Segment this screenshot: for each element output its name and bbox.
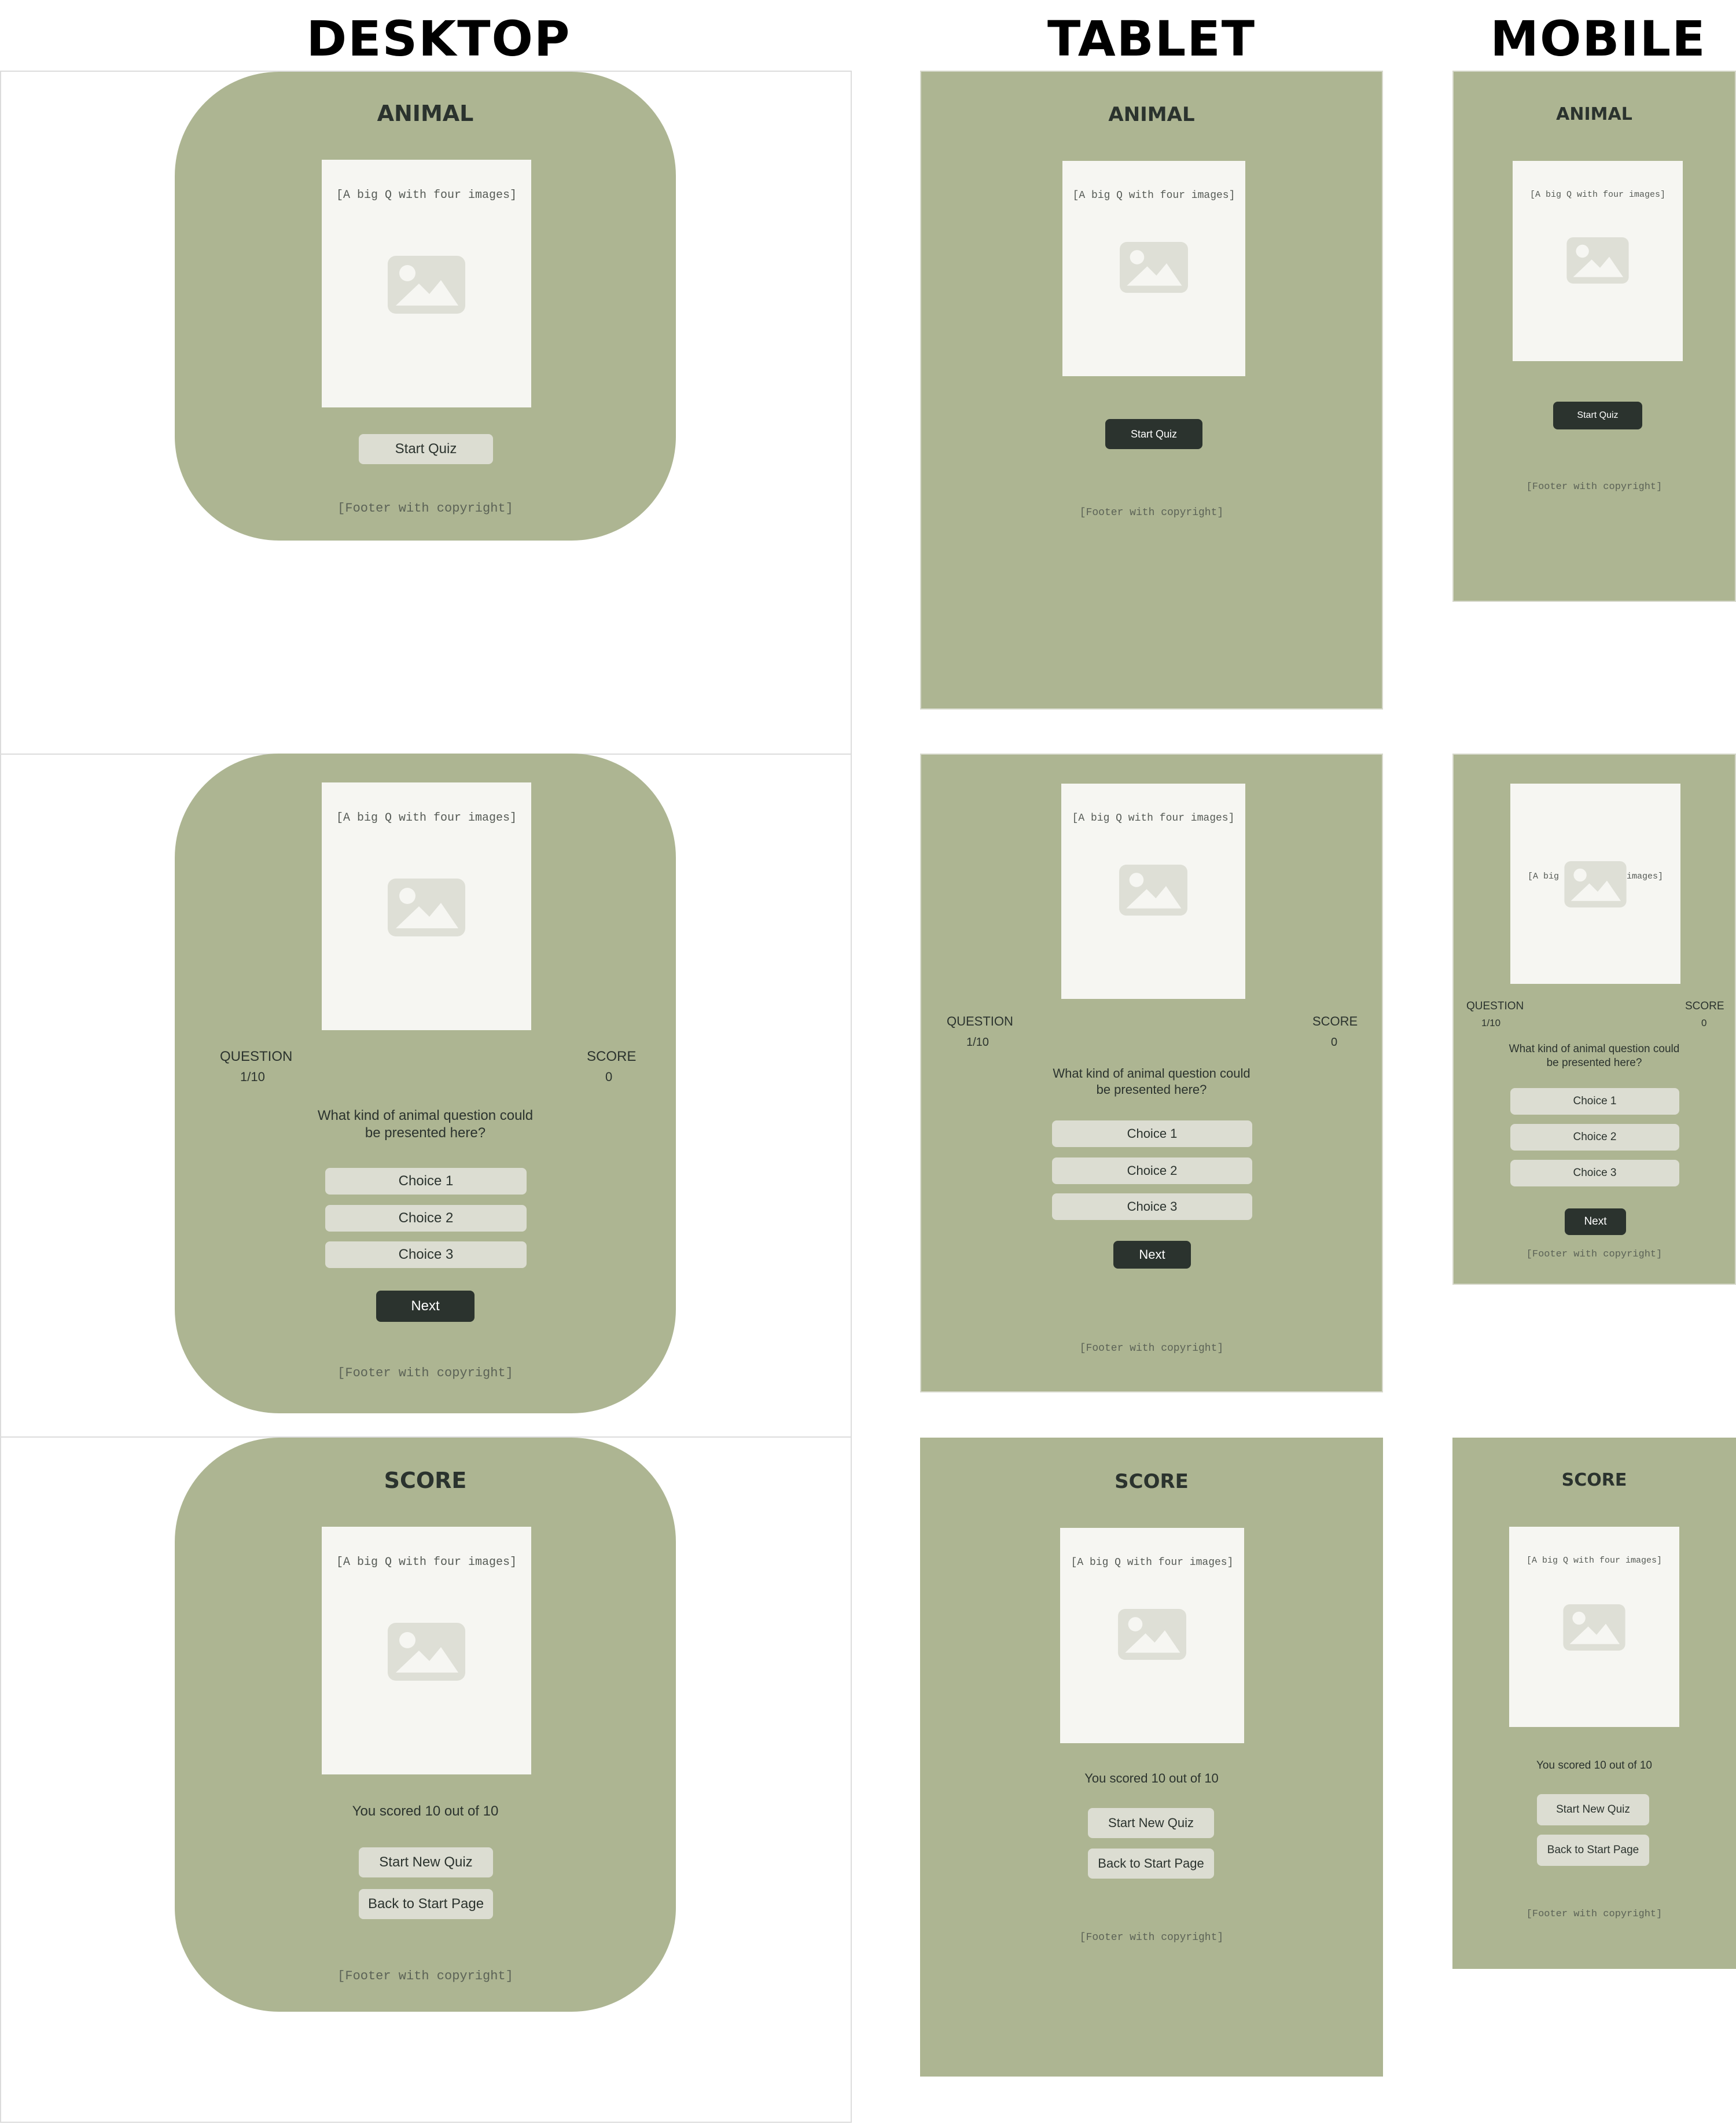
page-title: SCORE — [1115, 1470, 1189, 1493]
question-prompt-line2: be presented here? — [1096, 1082, 1207, 1097]
footer: [Footer with copyright] — [337, 1969, 513, 1983]
image-placeholder-icon — [388, 256, 465, 314]
page-title: ANIMAL — [1108, 103, 1195, 126]
start-new-quiz-button[interactable]: Start New Quiz — [1537, 1794, 1649, 1825]
footer: [Footer with copyright] — [1526, 1249, 1663, 1260]
back-to-start-button[interactable]: Back to Start Page — [359, 1889, 493, 1919]
hero-image: [A big Q with four images] — [322, 1527, 531, 1774]
hero-caption: [A big Q with four images] — [336, 811, 517, 825]
image-placeholder-icon — [1119, 865, 1187, 916]
question-label: QUESTION — [947, 1014, 1013, 1028]
desktop-question-screen: [A big Q with four images] QUESTION 1/10… — [175, 754, 676, 1413]
score-message: You scored 10 out of 10 — [352, 1803, 499, 1819]
hero-caption: [A big Q with four images] — [1072, 813, 1235, 824]
score-label: SCORE — [1685, 1000, 1724, 1012]
next-button[interactable]: Next — [1565, 1208, 1626, 1235]
question-prompt-line2: be presented here? — [365, 1125, 486, 1141]
footer: [Footer with copyright] — [1079, 507, 1224, 519]
mobile-start-screen: ANIMAL [A big Q with four images] Start … — [1452, 71, 1736, 602]
hero-caption: [A big Q with four images] — [1526, 1556, 1663, 1566]
choice-button-3[interactable]: Choice 3 — [1052, 1193, 1252, 1220]
score-value: 0 — [1331, 1036, 1338, 1049]
score-label: SCORE — [587, 1049, 637, 1064]
mobile-question-screen: [A big Q with four images] QUESTION 1/10… — [1452, 754, 1736, 1285]
question-label: QUESTION — [1466, 1000, 1524, 1012]
hero-image: [A big Q with four images] — [1060, 1528, 1244, 1743]
hero-caption: [A big Q with four images] — [336, 1556, 517, 1569]
back-to-start-button[interactable]: Back to Start Page — [1088, 1849, 1214, 1879]
image-placeholder-icon — [1120, 242, 1188, 293]
hero-image: [A big Q with four images] — [322, 782, 531, 1030]
score-value: 0 — [605, 1070, 613, 1084]
page-title: SCORE — [384, 1468, 467, 1493]
hero-caption: [A big Q with four images] — [336, 189, 517, 202]
image-placeholder-icon — [1566, 237, 1629, 284]
desktop-start-screen: ANIMAL [A big Q with four images] Start … — [175, 72, 676, 541]
choice-button-2[interactable]: Choice 2 — [1052, 1157, 1252, 1184]
back-to-start-button[interactable]: Back to Start Page — [1537, 1835, 1649, 1866]
score-label: SCORE — [1312, 1014, 1358, 1028]
hero-image: [A big Q with four images] — [1509, 1527, 1679, 1727]
hero-image: [A big Q with four images] — [322, 160, 531, 407]
hero-caption: [A big Q with four images] — [1071, 1557, 1234, 1568]
hero-caption: [A big Q with four images] — [1529, 190, 1666, 200]
footer: [Footer with copyright] — [1526, 482, 1663, 493]
image-placeholder-icon — [1564, 861, 1627, 907]
page-title: ANIMAL — [1556, 104, 1632, 124]
question-prompt-line1: What kind of animal question could — [1509, 1043, 1680, 1055]
image-placeholder-icon — [388, 1623, 465, 1681]
question-counter: 1/10 — [1481, 1017, 1501, 1028]
choice-button-2[interactable]: Choice 2 — [325, 1205, 527, 1232]
start-new-quiz-button[interactable]: Start New Quiz — [1088, 1808, 1214, 1838]
choice-button-1[interactable]: Choice 1 — [325, 1168, 527, 1195]
score-message: You scored 10 out of 10 — [1084, 1771, 1219, 1785]
tablet-column-heading: TABLET — [1047, 10, 1256, 67]
tablet-start-screen: ANIMAL [A big Q with four images] Start … — [920, 71, 1383, 710]
next-button[interactable]: Next — [1113, 1241, 1191, 1269]
question-counter: 1/10 — [966, 1036, 989, 1049]
footer: [Footer with copyright] — [1526, 1909, 1663, 1920]
footer: [Footer with copyright] — [337, 501, 513, 516]
mobile-score-screen: SCORE [A big Q with four images] You sco… — [1452, 1438, 1736, 1969]
hero-image: [A big Q with four images] — [1062, 161, 1245, 376]
choice-button-1[interactable]: Choice 1 — [1510, 1088, 1679, 1115]
footer: [Footer with copyright] — [1079, 1343, 1224, 1354]
question-label: QUESTION — [220, 1049, 293, 1064]
tablet-score-screen: SCORE [A big Q with four images] You sco… — [920, 1438, 1383, 2077]
choice-button-1[interactable]: Choice 1 — [1052, 1120, 1252, 1147]
image-placeholder-icon — [388, 879, 465, 936]
start-new-quiz-button[interactable]: Start New Quiz — [359, 1847, 493, 1877]
start-quiz-button[interactable]: Start Quiz — [359, 434, 493, 464]
score-message: You scored 10 out of 10 — [1536, 1759, 1652, 1772]
hero-image: [A big Q with four images] — [1510, 784, 1680, 984]
next-button[interactable]: Next — [376, 1291, 475, 1322]
page-title: SCORE — [1561, 1470, 1627, 1490]
hero-image: [A big Q with four images] — [1061, 784, 1245, 999]
mobile-column-heading: MOBILE — [1490, 10, 1706, 67]
question-prompt-line2: be presented here? — [1546, 1057, 1642, 1069]
page-title: ANIMAL — [377, 101, 474, 126]
score-value: 0 — [1701, 1017, 1707, 1028]
tablet-question-screen: [A big Q with four images] QUESTION 1/10… — [920, 754, 1383, 1392]
desktop-score-screen: SCORE [A big Q with four images] You sco… — [175, 1438, 676, 2012]
question-prompt-line1: What kind of animal question could — [317, 1108, 534, 1123]
question-prompt-line1: What kind of animal question could — [1053, 1066, 1250, 1081]
image-placeholder-icon — [1563, 1604, 1625, 1651]
choice-button-3[interactable]: Choice 3 — [1510, 1160, 1679, 1186]
desktop-column-heading: DESKTOP — [306, 10, 571, 67]
start-quiz-button[interactable]: Start Quiz — [1553, 402, 1642, 429]
choice-button-3[interactable]: Choice 3 — [325, 1241, 527, 1268]
start-quiz-button[interactable]: Start Quiz — [1105, 419, 1202, 449]
image-placeholder-icon — [1118, 1609, 1186, 1660]
question-counter: 1/10 — [240, 1070, 265, 1084]
footer: [Footer with copyright] — [337, 1366, 513, 1380]
hero-caption: [A big Q with four images] — [1072, 190, 1235, 201]
hero-image: [A big Q with four images] — [1513, 161, 1683, 361]
footer: [Footer with copyright] — [1079, 1932, 1224, 1943]
choice-button-2[interactable]: Choice 2 — [1510, 1124, 1679, 1151]
